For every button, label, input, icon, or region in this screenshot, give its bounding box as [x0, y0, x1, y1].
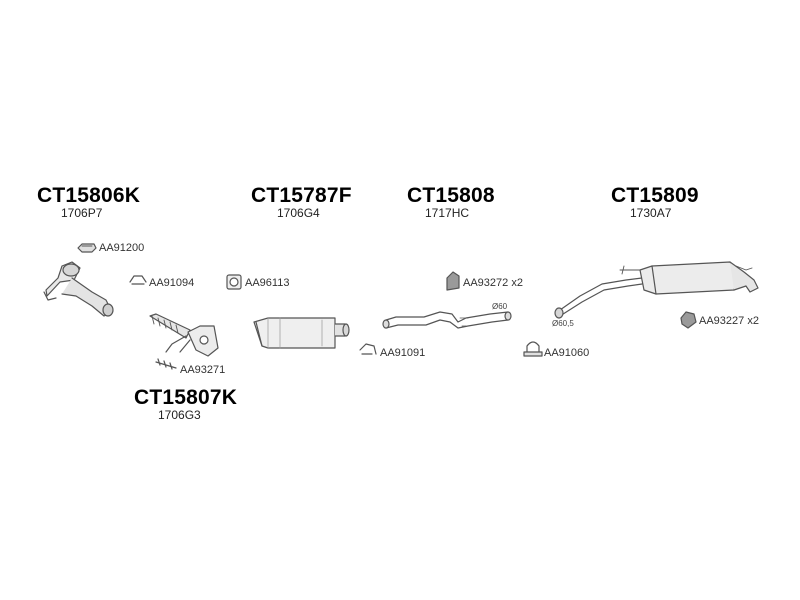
accessory-aa96113: AA96113 [245, 277, 290, 289]
sub-code-1706g3: 1706G3 [158, 408, 201, 422]
gasket-icon [226, 274, 242, 290]
accessory-aa91200: AA91200 [99, 242, 145, 254]
sub-code-1717hc: 1717HC [425, 206, 470, 220]
accessory-aa93271: AA93271 [180, 364, 226, 376]
manifold-part [43, 261, 114, 317]
sub-code-1730a7: 1730A7 [630, 206, 672, 220]
part-number-ct15809: CT15809 [611, 184, 699, 207]
accessory-aa91094: AA91094 [149, 277, 195, 289]
rubber-mount-icon [680, 311, 697, 329]
part-number-ct15806k: CT15806K [37, 184, 141, 207]
bolt-icon [155, 358, 177, 370]
intermediate-pipe-part [382, 311, 512, 329]
clamp-icon [129, 275, 147, 285]
downpipe-part [149, 313, 219, 357]
u-clamp-icon [523, 341, 543, 357]
rubber-mount-icon [446, 271, 460, 291]
particle-filter-part [253, 317, 350, 349]
part-number-ct15787f: CT15787F [251, 184, 352, 207]
part-number-ct15807k: CT15807K [134, 386, 238, 409]
part-number-ct15808: CT15808 [407, 184, 495, 207]
accessory-aa93272: AA93272 x2 [463, 277, 523, 289]
accessory-aa91091: AA91091 [380, 347, 426, 359]
accessory-aa93227: AA93227 x2 [699, 315, 759, 327]
sub-code-1706p7: 1706P7 [61, 206, 103, 220]
diameter-label-silencer: Ø60,5 [552, 319, 574, 328]
clamp-icon [77, 243, 97, 253]
sub-code-1706g4: 1706G4 [277, 206, 320, 220]
accessory-aa91060: AA91060 [544, 347, 590, 359]
rear-silencer-part [554, 261, 759, 319]
diameter-label-pipe: Ø60 [492, 302, 508, 311]
clamp-icon [359, 343, 377, 355]
